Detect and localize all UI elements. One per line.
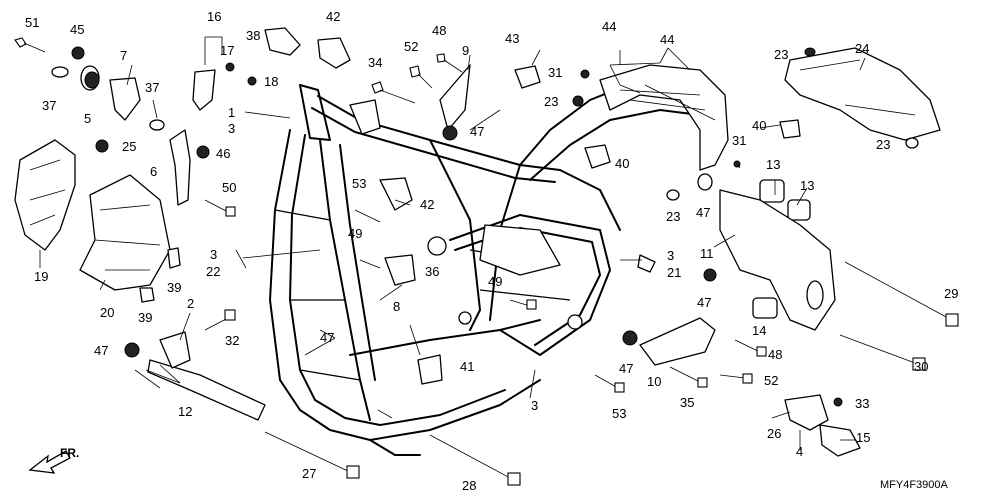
callout-8: 8: [393, 299, 400, 314]
callout-12: 12: [178, 404, 192, 419]
callout-29: 29: [944, 286, 958, 301]
callout-53b: 53: [612, 406, 626, 421]
callout-47b: 47: [470, 124, 484, 139]
callout-31a: 31: [548, 65, 562, 80]
callout-47d: 47: [619, 361, 633, 376]
callout-47f: 47: [697, 295, 711, 310]
callout-30: 30: [914, 359, 928, 374]
callout-11: 11: [700, 246, 714, 261]
callout-23d: 23: [876, 137, 890, 152]
callout-26: 26: [767, 426, 781, 441]
callout-32: 32: [225, 333, 239, 348]
callout-7: 7: [120, 48, 127, 63]
callout-42a: 42: [326, 9, 340, 24]
callout-2: 2: [187, 296, 194, 311]
callout-44a: 44: [602, 19, 616, 34]
callout-13a: 13: [766, 157, 780, 172]
left-side-parts: [14, 27, 301, 421]
callout-49a: 49: [348, 226, 362, 241]
callout-9: 9: [462, 43, 469, 58]
callout-23c: 23: [774, 47, 788, 62]
callout-53a: 53: [352, 176, 366, 191]
callout-6: 6: [150, 164, 157, 179]
callout-51: 51: [25, 15, 39, 30]
callout-27: 27: [302, 466, 316, 481]
callout-28: 28: [462, 478, 476, 493]
callout-48a: 48: [432, 23, 446, 38]
callout-10: 10: [647, 374, 661, 389]
callout-3b: 3: [210, 247, 217, 262]
callout-5: 5: [84, 111, 91, 126]
callout-44b: 44: [660, 32, 674, 47]
callout-50: 50: [222, 180, 236, 195]
callout-3c: 3: [531, 398, 538, 413]
right-side-parts: [622, 47, 959, 457]
callout-20: 20: [100, 305, 114, 320]
callout-35: 35: [680, 395, 694, 410]
centre-parts: [317, 37, 625, 393]
callout-34: 34: [368, 55, 382, 70]
bottom-bolts: [264, 409, 521, 486]
callout-43: 43: [505, 31, 519, 46]
callout-23b: 23: [666, 209, 680, 224]
front-direction-arrow: FR.: [28, 446, 79, 474]
callout-52b: 52: [764, 373, 778, 388]
callout-39b: 39: [138, 310, 152, 325]
callout-3d: 3: [667, 248, 674, 263]
callout-3a: 3: [228, 121, 235, 136]
callout-36: 36: [425, 264, 439, 279]
callout-52a: 52: [404, 39, 418, 54]
front-direction-label: FR.: [60, 446, 79, 460]
callout-47c: 47: [320, 330, 334, 345]
callout-14: 14: [752, 323, 766, 338]
callout-45: 45: [70, 22, 84, 37]
callout-17: 17: [220, 43, 234, 58]
callout-21: 21: [667, 265, 681, 280]
callout-48b: 48: [768, 347, 782, 362]
callout-1: 1: [228, 105, 235, 120]
callout-38: 38: [246, 28, 260, 43]
callout-4: 4: [796, 444, 803, 459]
callout-25: 25: [122, 139, 136, 154]
callout-40b: 40: [752, 118, 766, 133]
callout-13b: 13: [800, 178, 814, 193]
callout-39a: 39: [167, 280, 181, 295]
callout-15: 15: [856, 430, 870, 445]
callout-37a: 37: [42, 98, 56, 113]
callout-23a: 23: [544, 94, 558, 109]
callout-46: 46: [216, 146, 230, 161]
callout-22: 22: [206, 264, 220, 279]
callout-24: 24: [855, 41, 869, 56]
callout-16: 16: [207, 9, 221, 24]
callout-42b: 42: [420, 197, 434, 212]
callout-31b: 31: [732, 133, 746, 148]
callout-19: 19: [34, 269, 48, 284]
callout-40a: 40: [615, 156, 629, 171]
leader-lines: [39, 36, 866, 450]
callout-37b: 37: [145, 80, 159, 95]
callout-labels: 51 45 7 37 5 25 37 16 17 18 38 42 1 3 46…: [25, 9, 958, 493]
diagram-code: MFY4F3900A: [880, 479, 949, 491]
callout-41: 41: [460, 359, 474, 374]
callout-49b: 49: [488, 274, 502, 289]
callout-33: 33: [855, 396, 869, 411]
callout-47a: 47: [94, 343, 108, 358]
main-frame: [269, 64, 729, 456]
callout-18: 18: [264, 74, 278, 89]
callout-47e: 47: [696, 205, 710, 220]
